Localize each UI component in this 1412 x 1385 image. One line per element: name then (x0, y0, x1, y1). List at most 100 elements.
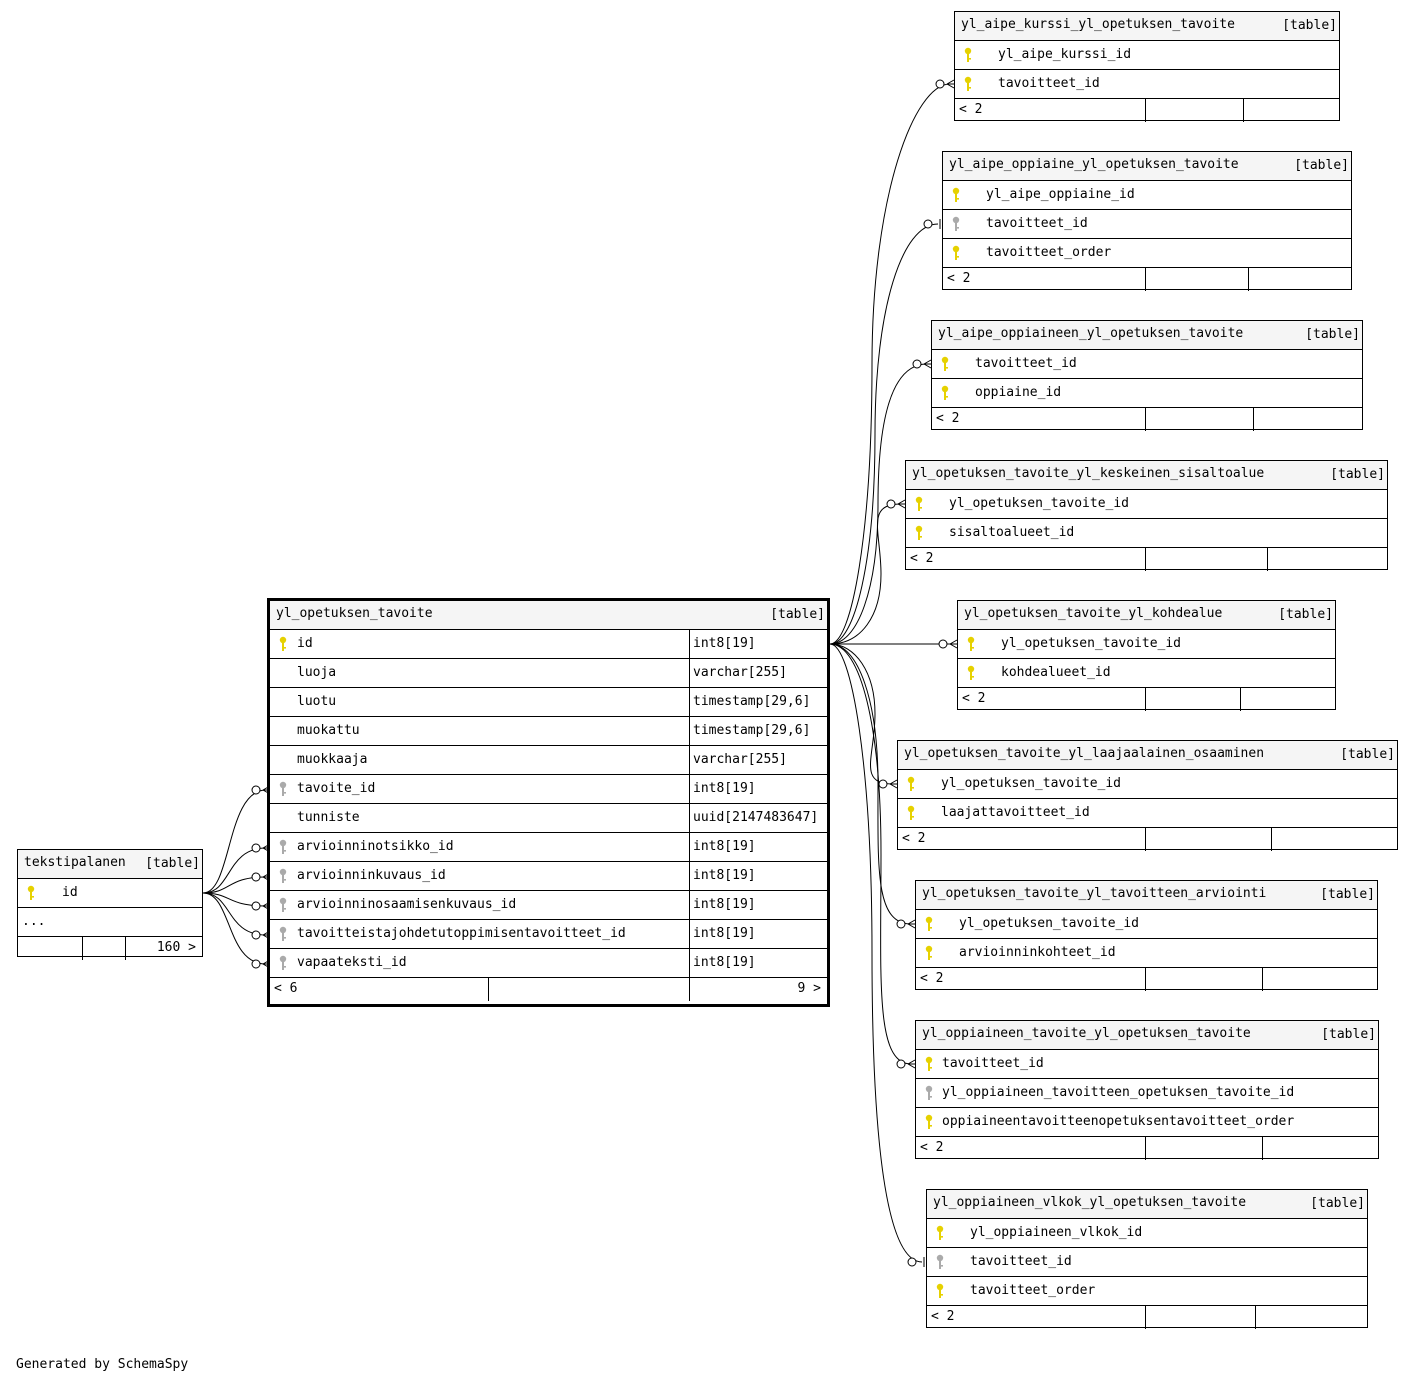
primary-key-icon (915, 496, 923, 511)
column-name: tavoitteet_id (998, 76, 1100, 91)
parents-count[interactable]: < 2 (936, 411, 960, 426)
children-count[interactable]: 160 > (156, 940, 196, 955)
column-row[interactable]: yl_opetuksen_tavoite_id (916, 910, 1377, 939)
parents-count[interactable]: < 2 (920, 971, 944, 986)
parents-count[interactable]: < 2 (902, 831, 926, 846)
column-name: oppiaineentavoitteenopetuksentavoitteet_… (942, 1114, 1295, 1129)
column-row[interactable]: tavoitteistajohdetutoppimisentavoitteet_… (270, 920, 827, 949)
table-yl-opetuksen-tavoite-yl-kohdealue[interactable]: yl_opetuksen_tavoite_yl_kohdealue[table]… (957, 600, 1336, 711)
column-name: arvioinninkuvaus_id (297, 868, 446, 883)
parents-count[interactable]: < 6 (274, 981, 298, 996)
zero-cardinality-marker (896, 919, 906, 929)
table-yl-aipe-kurssi-yl-opetuksen-tavoite[interactable]: yl_aipe_kurssi_yl_opetuksen_tavoite[tabl… (954, 11, 1340, 122)
generated-by-note: Generated by SchemaSpy (16, 1357, 189, 1372)
column-row[interactable]: arvioinninkuvaus_id int8[19] (270, 862, 827, 891)
parents-count[interactable]: < 2 (910, 551, 934, 566)
column-row[interactable]: tavoitteet_id (955, 70, 1339, 99)
many-cardinality-marker (889, 779, 898, 789)
column-name: tavoitteet_id (970, 1254, 1072, 1269)
table-header: tekstipalanen [table] (18, 850, 202, 879)
column-row[interactable]: laajattavoitteet_id (898, 799, 1397, 828)
table-yl-oppiaineen-tavoite-yl-opetuksen-tavoite[interactable]: yl_oppiaineen_tavoite_yl_opetuksen_tavoi… (915, 1020, 1379, 1160)
table-type: [table] (1278, 607, 1333, 622)
column-type: int8[19] (693, 868, 756, 883)
primary-key-icon (907, 805, 915, 820)
column-type: int8[19] (693, 636, 756, 651)
column-row[interactable]: oppiaine_id (932, 379, 1362, 408)
column-row[interactable]: yl_oppiaineen_tavoitteen_opetuksen_tavoi… (916, 1079, 1378, 1108)
column-row[interactable]: oppiaineentavoitteenopetuksentavoitteet_… (916, 1108, 1378, 1137)
column-row[interactable]: yl_aipe_oppiaine_id (943, 181, 1351, 210)
many-cardinality-marker (907, 1059, 916, 1069)
table-name: yl_aipe_oppiaine_yl_opetuksen_tavoite (949, 157, 1239, 172)
table-yl-aipe-oppiaineen-yl-opetuksen-tavoite[interactable]: yl_aipe_oppiaineen_yl_opetuksen_tavoite[… (931, 320, 1363, 431)
parents-count[interactable]: < 2 (931, 1309, 955, 1324)
column-row[interactable]: tavoitteet_id (927, 1248, 1367, 1277)
table-footer: < 2 (955, 99, 1339, 122)
primary-key-icon (967, 636, 975, 651)
column-row[interactable]: yl_opetuksen_tavoite_id (906, 490, 1387, 519)
column-row[interactable]: kohdealueet_id (958, 659, 1335, 688)
foreign-key-icon (925, 1085, 933, 1100)
column-name: yl_oppiaineen_tavoitteen_opetuksen_tavoi… (942, 1085, 1295, 1100)
many-cardinality-marker (897, 499, 906, 509)
column-name: yl_aipe_oppiaine_id (986, 187, 1135, 202)
column-type: int8[19] (693, 897, 756, 912)
column-row[interactable]: yl_aipe_kurssi_id (955, 41, 1339, 70)
column-type: int8[19] (693, 781, 756, 796)
parents-count[interactable]: < 2 (947, 271, 971, 286)
column-name: tunniste (297, 810, 360, 825)
parents-count[interactable]: < 2 (962, 691, 986, 706)
table-yl-opetuksen-tavoite-yl-keskeinen-sisaltoalue[interactable]: yl_opetuksen_tavoite_yl_keskeinen_sisalt… (905, 460, 1388, 571)
column-row[interactable]: tavoitteet_order (943, 239, 1351, 268)
parents-count[interactable]: < 2 (920, 1140, 944, 1155)
column-row[interactable]: yl_opetuksen_tavoite_id (898, 770, 1397, 799)
primary-key-icon (941, 356, 949, 371)
parents-count[interactable]: < 2 (959, 102, 983, 117)
column-row[interactable]: yl_oppiaineen_vlkok_id (927, 1219, 1367, 1248)
column-row[interactable]: tavoitteet_order (927, 1277, 1367, 1306)
primary-key-icon (907, 776, 915, 791)
column-row[interactable]: ... (18, 908, 202, 937)
column-row[interactable]: id (18, 879, 202, 908)
table-yl-aipe-oppiaine-yl-opetuksen-tavoite[interactable]: yl_aipe_oppiaine_yl_opetuksen_tavoite[ta… (942, 151, 1352, 291)
column-row[interactable]: sisaltoalueet_id (906, 519, 1387, 548)
foreign-key-icon (279, 926, 287, 941)
primary-key-icon (952, 187, 960, 202)
table-yl-opetuksen-tavoite-yl-laajaalainen-osaaminen[interactable]: yl_opetuksen_tavoite_yl_laajaalainen_osa… (897, 740, 1398, 851)
column-row[interactable]: yl_opetuksen_tavoite_id (958, 630, 1335, 659)
table-yl-opetuksen-tavoite-yl-tavoitteen-arviointi[interactable]: yl_opetuksen_tavoite_yl_tavoitteen_arvio… (915, 880, 1378, 991)
column-row[interactable]: tavoitteet_id (916, 1050, 1378, 1079)
table-header: yl_opetuksen_tavoite [table] (270, 601, 827, 630)
column-type: int8[19] (693, 839, 756, 854)
column-name: muokkaaja (297, 752, 368, 767)
foreign-key-icon (279, 897, 287, 912)
column-row[interactable]: tavoitteet_id (943, 210, 1351, 239)
table-yl-oppiaineen-vlkok-yl-opetuksen-tavoite[interactable]: yl_oppiaineen_vlkok_yl_opetuksen_tavoite… (926, 1189, 1368, 1329)
primary-key-icon (925, 1056, 933, 1071)
column-row[interactable]: arvioinninkohteet_id (916, 939, 1377, 968)
children-count[interactable]: 9 > (797, 981, 821, 996)
column-name: vapaateksti_id (297, 955, 407, 970)
column-row[interactable]: tavoitteet_id (932, 350, 1362, 379)
many-cardinality-marker (946, 79, 955, 89)
zero-cardinality-marker (878, 779, 888, 789)
foreign-key-icon (279, 781, 287, 796)
table-type: [table] (1330, 467, 1385, 482)
primary-key-icon (925, 945, 933, 960)
column-name: id (62, 885, 78, 900)
relationship-edge (202, 892, 267, 936)
table-tekstipalanen[interactable]: tekstipalanen [table] id... 160 > (17, 849, 203, 960)
relationship-edge (202, 847, 267, 894)
